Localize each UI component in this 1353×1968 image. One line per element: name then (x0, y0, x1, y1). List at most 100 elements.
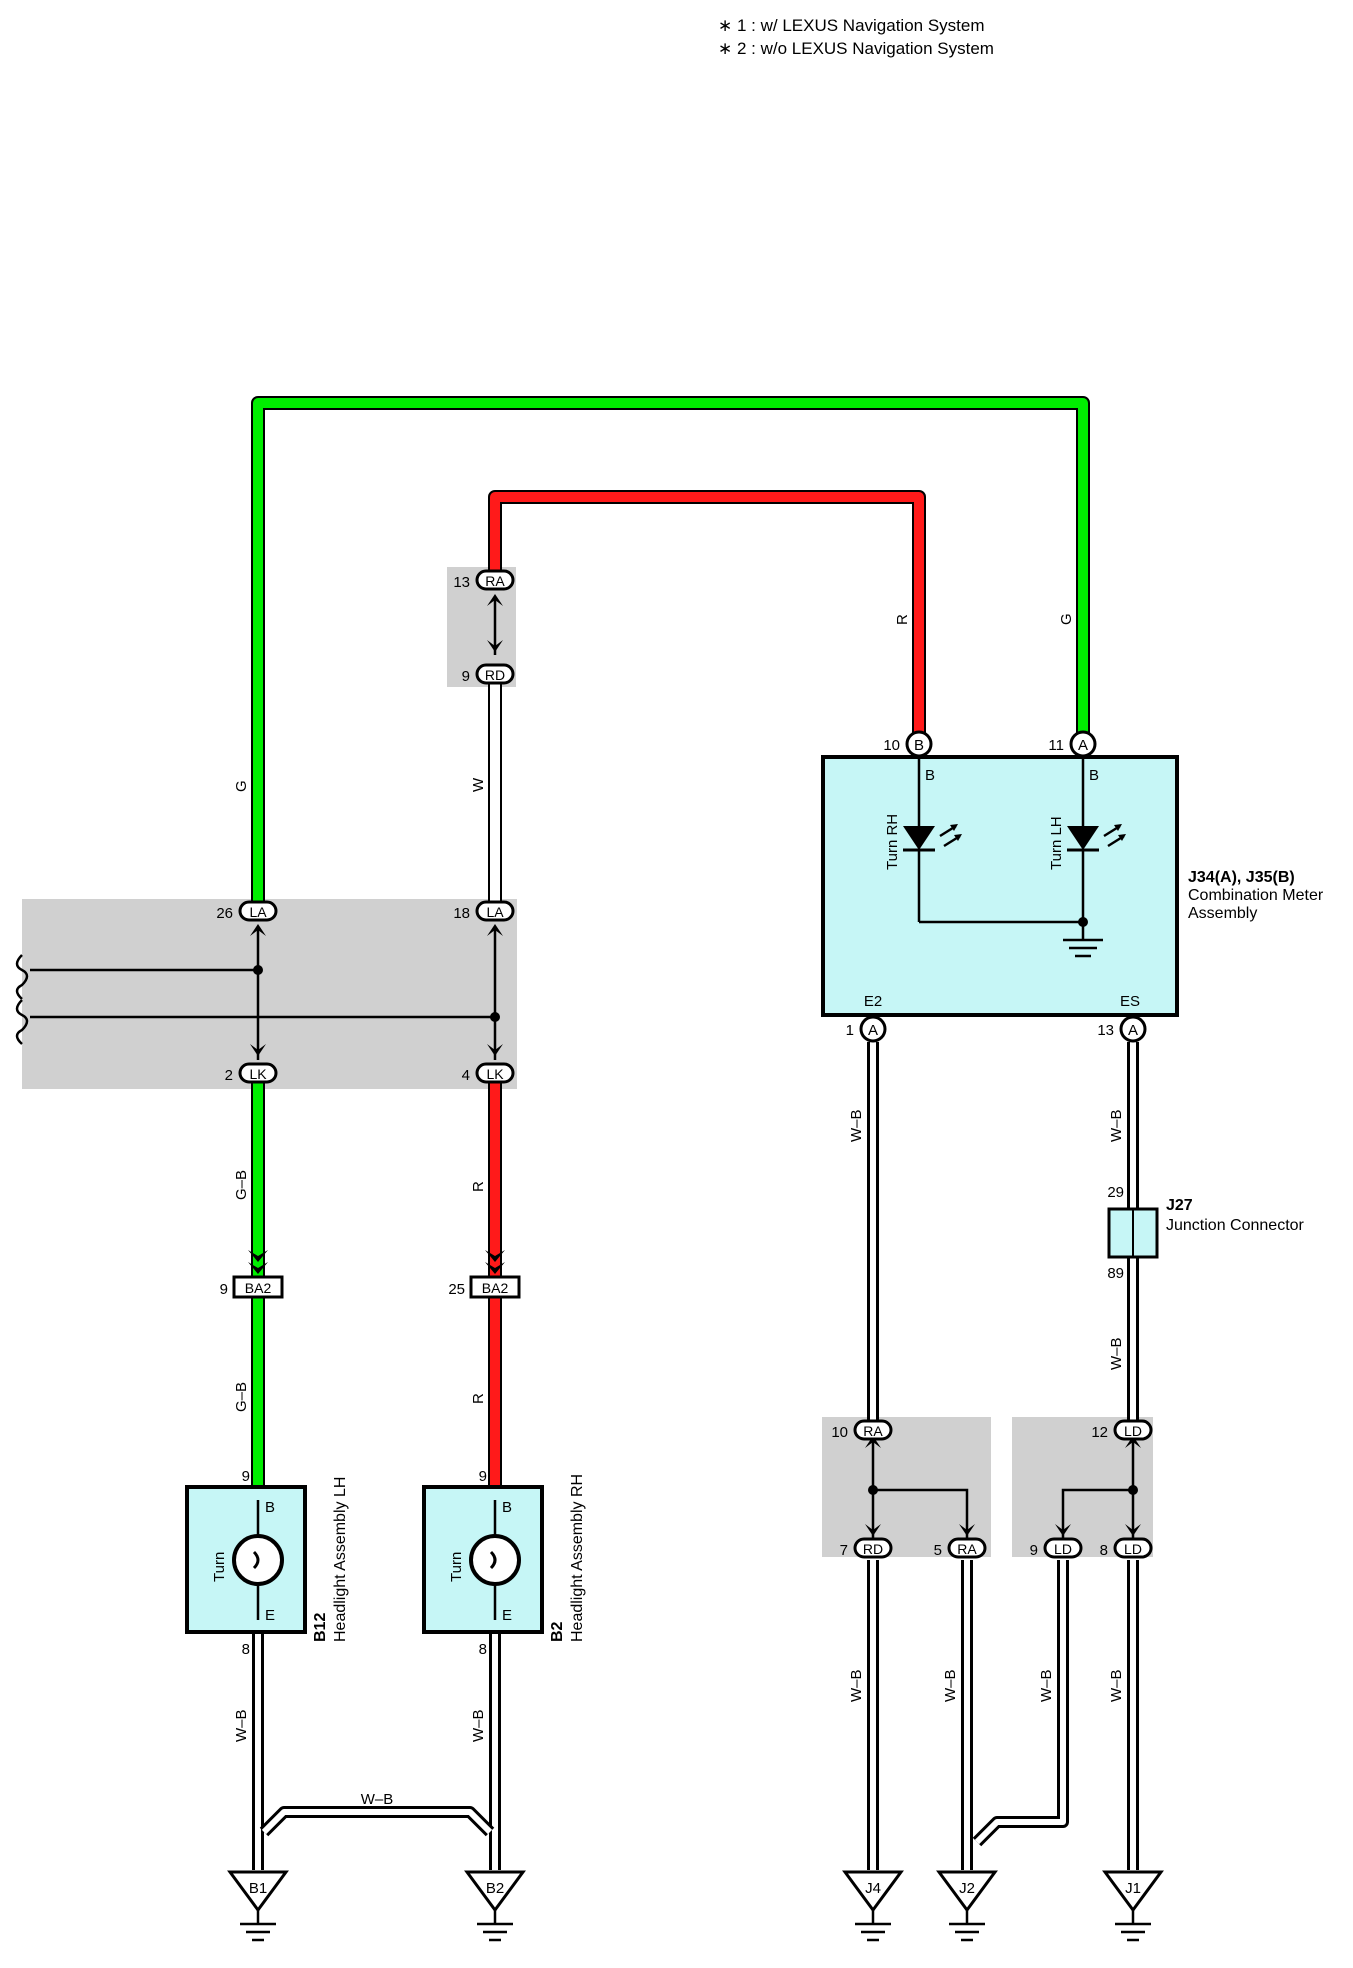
connector-ra13: RA 13 (453, 569, 515, 591)
svg-text:B: B (265, 1499, 275, 1516)
label-wb-es: W–B (1108, 1109, 1125, 1142)
note-2: ∗ 2 : w/o LEXUS Navigation System (718, 39, 994, 58)
connector-block-la-lk (22, 899, 517, 1089)
svg-text:LD: LD (1124, 1541, 1142, 1557)
connector-ld8: LD 8 (1100, 1537, 1153, 1559)
svg-text:9: 9 (479, 1468, 487, 1485)
svg-text:26: 26 (216, 905, 233, 922)
svg-text:B2: B2 (549, 1621, 566, 1642)
svg-text:B12: B12 (312, 1613, 329, 1642)
connector-lk4: LK 4 (462, 1062, 515, 1084)
svg-text:RA: RA (863, 1423, 883, 1439)
svg-text:B2: B2 (486, 1880, 504, 1897)
svg-text:LA: LA (249, 904, 267, 920)
svg-text:J27: J27 (1166, 1197, 1193, 1214)
svg-text:1: 1 (846, 1022, 854, 1039)
svg-text:RD: RD (863, 1541, 883, 1557)
label-r-lower: R (470, 1393, 487, 1404)
svg-text:4: 4 (462, 1067, 470, 1084)
svg-text:11: 11 (1048, 737, 1064, 754)
label-w: W (470, 777, 487, 792)
meter-name-2: Assembly (1188, 905, 1257, 922)
label-g-b-lower: G–B (233, 1382, 250, 1412)
svg-text:E: E (265, 1607, 275, 1624)
connector-lk2: LK 2 (225, 1062, 278, 1084)
svg-text:5: 5 (934, 1542, 942, 1559)
svg-text:A: A (1078, 737, 1088, 754)
ground-j4: J4 (842, 1870, 904, 1942)
svg-text:9: 9 (462, 668, 470, 685)
svg-text:Headlight Assembly LH: Headlight Assembly LH (332, 1477, 349, 1642)
svg-text:Junction Connector: Junction Connector (1166, 1217, 1305, 1234)
label-wb-bottom: W–B (361, 1791, 394, 1808)
svg-text:LD: LD (1124, 1423, 1142, 1439)
svg-text:B: B (502, 1499, 512, 1516)
svg-text:Turn RH: Turn RH (884, 814, 901, 870)
svg-text:LD: LD (1054, 1541, 1072, 1557)
svg-text:RA: RA (485, 573, 505, 589)
combination-meter: B 10 A 11 A 1 A 13 B B E2 ES (821, 730, 1179, 1043)
label-r-top: R (894, 614, 911, 625)
connector-ld9: LD 9 (1030, 1537, 1083, 1559)
connector-ba2-9: BA2 9 (220, 1275, 284, 1299)
connector-rd7: RD 7 (840, 1537, 893, 1559)
splice-dot-2 (490, 1012, 500, 1022)
connector-la26: LA 26 (216, 900, 278, 922)
svg-text:Turn LH: Turn LH (1048, 816, 1065, 870)
splice-dot-3 (868, 1485, 878, 1495)
svg-text:BA2: BA2 (482, 1280, 509, 1296)
connector-block-ra-rd-right (822, 1417, 991, 1557)
meter-pin-e2 (859, 1015, 887, 1043)
svg-text:25: 25 (448, 1281, 465, 1298)
label-wb-j2: W–B (942, 1669, 959, 1702)
label-g-top: G (1058, 613, 1075, 625)
connector-la18: LA 18 (453, 900, 515, 922)
svg-text:9: 9 (1030, 1542, 1038, 1559)
meter-name-1: Combination Meter (1188, 887, 1324, 904)
meter-pin-es (1119, 1015, 1147, 1043)
ground-b1: B1 (227, 1870, 289, 1942)
led-turn-lh (1067, 824, 1126, 852)
label-wb-rh: W–B (470, 1709, 487, 1742)
arrow-marks (248, 594, 1141, 1536)
svg-text:A: A (868, 1022, 878, 1039)
headlight-lh: B E 9 8 Turn B12 Headlight Assembly LH (185, 1468, 349, 1658)
wire-w-b-set (252, 1042, 1139, 1870)
svg-text:7: 7 (840, 1542, 848, 1559)
label-wb-j27: W–B (1108, 1337, 1125, 1370)
connector-ra10: RA 10 (831, 1419, 893, 1441)
label-g-left: G (233, 780, 250, 792)
svg-text:13: 13 (453, 574, 470, 591)
svg-text:LK: LK (249, 1066, 267, 1082)
wire-r-top (488, 490, 926, 744)
svg-text:RA: RA (957, 1541, 977, 1557)
svg-text:18: 18 (453, 905, 470, 922)
led-turn-rh (903, 824, 962, 852)
label-r-upper: R (470, 1181, 487, 1192)
svg-text:8: 8 (242, 1641, 250, 1658)
svg-text:J4: J4 (865, 1880, 881, 1897)
connector-ba2-25: BA2 25 (448, 1275, 521, 1299)
label-wb-e2: W–B (848, 1109, 865, 1142)
svg-text:8: 8 (479, 1641, 487, 1658)
label-wb-lh: W–B (233, 1709, 250, 1742)
svg-text:LA: LA (486, 904, 504, 920)
wire-g-top (251, 396, 1090, 912)
svg-text:BA2: BA2 (245, 1280, 272, 1296)
svg-text:2: 2 (225, 1067, 233, 1084)
splice-dot-1 (253, 965, 263, 975)
svg-text:LK: LK (486, 1066, 504, 1082)
svg-text:Headlight Assembly RH: Headlight Assembly RH (569, 1474, 586, 1642)
svg-text:12: 12 (1091, 1424, 1108, 1441)
svg-text:B: B (925, 767, 935, 784)
svg-text:89: 89 (1107, 1265, 1124, 1282)
svg-text:Turn: Turn (211, 1552, 228, 1582)
svg-text:29: 29 (1107, 1184, 1124, 1201)
meter-code: J34(A), J35(B) (1188, 869, 1295, 886)
label-wb-ld9: W–B (1038, 1669, 1055, 1702)
svg-text:B: B (914, 737, 924, 754)
headlight-rh: B E 9 8 Turn B2 Headlight Assembly RH (422, 1468, 586, 1658)
connector-ld12: LD 12 (1091, 1419, 1153, 1441)
svg-text:ES: ES (1120, 993, 1140, 1010)
